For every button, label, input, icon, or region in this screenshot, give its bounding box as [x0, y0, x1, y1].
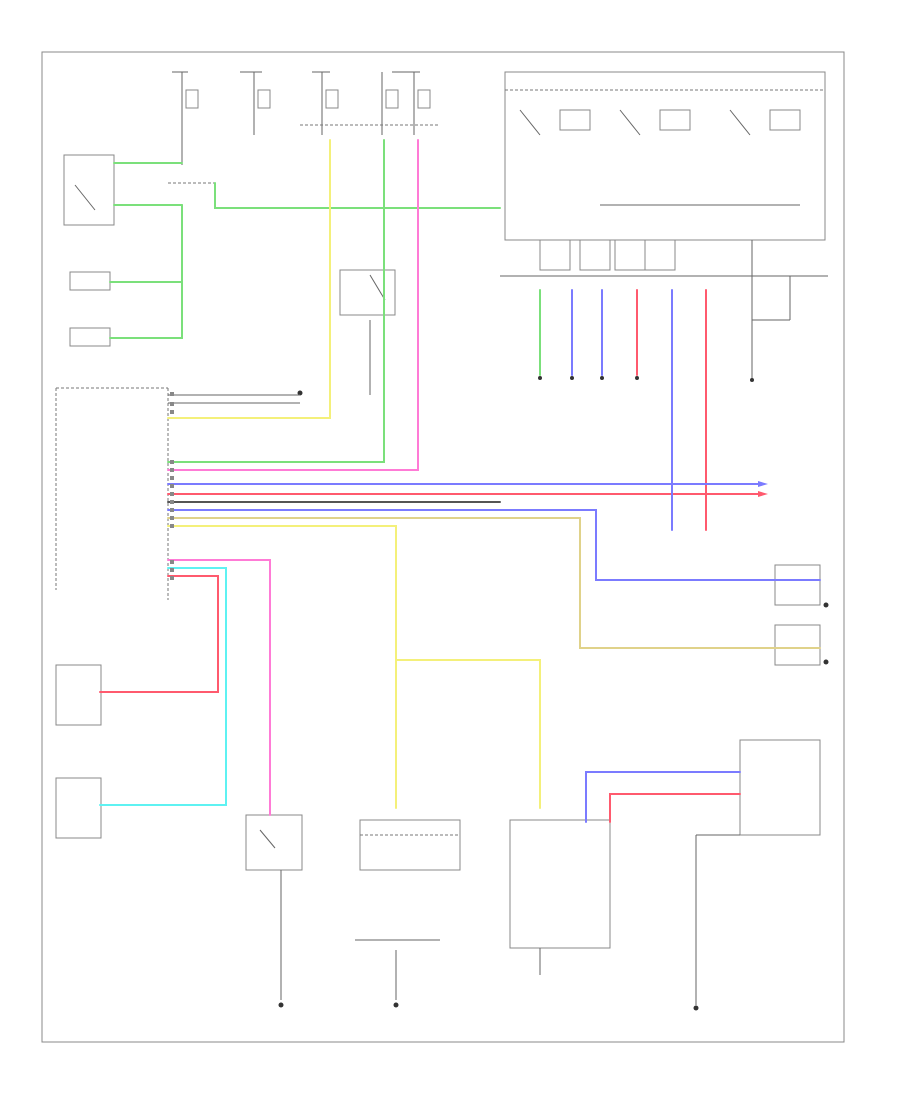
- power-window-master-switch: [359, 819, 461, 871]
- connector-labels: [170, 392, 174, 580]
- wire-yellow-branch: [395, 659, 541, 809]
- wire-red-fuse: [636, 289, 707, 531]
- switch-upper-left: [63, 154, 115, 226]
- wire-green-sensor-2: [109, 204, 183, 339]
- wire-blue-fuse: [571, 289, 673, 531]
- wire-red-right: [609, 793, 741, 823]
- wire-red-lower: [99, 575, 219, 693]
- wire-blue-lower: [167, 509, 821, 581]
- right-front-door-switch: [774, 624, 821, 666]
- wire-pink-upper: [167, 139, 419, 471]
- relay-mid: [339, 269, 396, 316]
- wire-pink-lower: [167, 559, 271, 816]
- sensor-left-2: [69, 327, 111, 347]
- wire-yellow-main: [167, 525, 397, 809]
- switch-rear-left-1: [55, 664, 102, 726]
- grey-wires: [168, 182, 791, 1005]
- front-door-switch-upper: [774, 564, 821, 606]
- fuse-row-right: [500, 239, 828, 277]
- wire-yellow-upper: [167, 139, 331, 419]
- sensor-left-1: [69, 271, 111, 291]
- colored-wires: [99, 139, 821, 823]
- trunk-lid-switch: [245, 814, 303, 871]
- switch-rear-left-2: [55, 777, 102, 839]
- control-module-left: [55, 387, 169, 600]
- wire-blue-right: [585, 771, 741, 823]
- bus-arrows-red: [758, 491, 768, 497]
- wire-green-security: [167, 139, 385, 463]
- fuse-block-top-left: [172, 71, 440, 165]
- bus-arrows: [758, 481, 768, 487]
- power-window-motor-box: [509, 819, 611, 949]
- wire-tan: [167, 517, 821, 649]
- diagram-border: [41, 51, 845, 1043]
- right-rear-door-lock-actuator: [739, 739, 821, 836]
- ground-symbols: [278, 376, 829, 1011]
- relay-box-top-right: [504, 71, 826, 241]
- wire-green-main: [113, 182, 501, 209]
- wire-cyan: [99, 567, 227, 806]
